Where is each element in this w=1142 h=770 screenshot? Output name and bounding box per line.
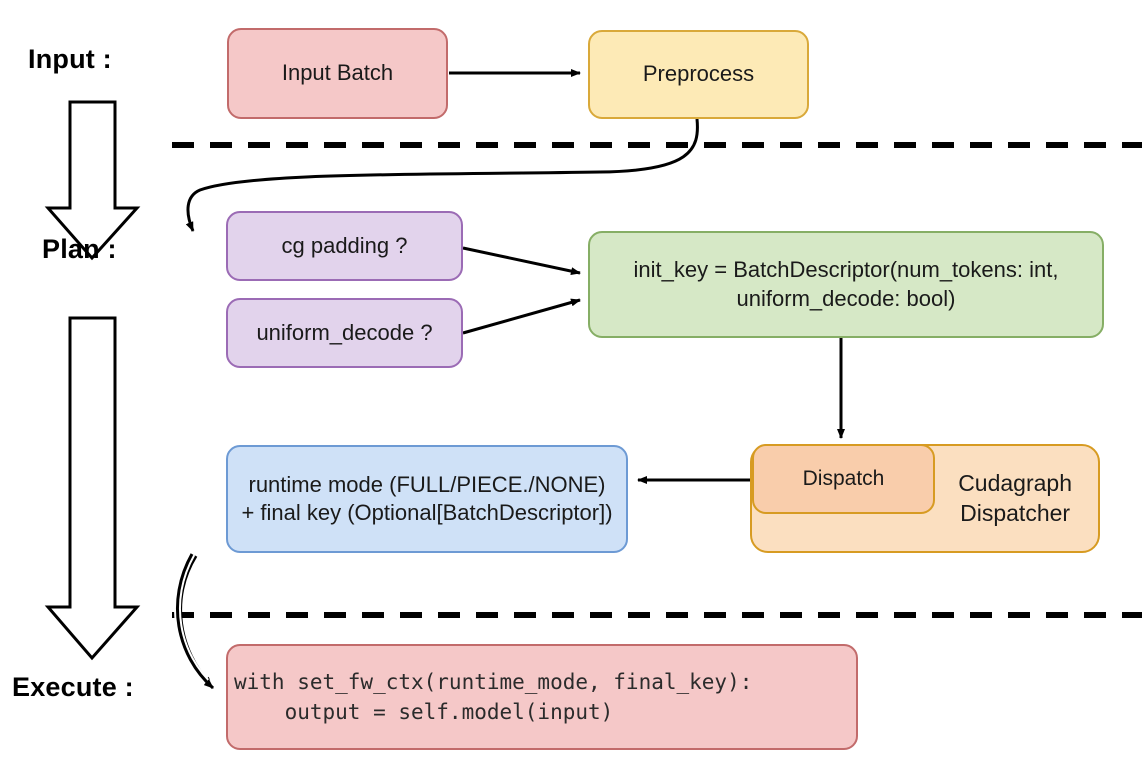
arrow-runtime-to-code-stroke	[175, 553, 214, 690]
node-cg-padding[interactable]: cg padding ?	[226, 211, 463, 281]
node-preprocess-label: Preprocess	[642, 61, 755, 87]
node-init-key[interactable]: init_key = BatchDescriptor(num_tokens: i…	[588, 231, 1104, 338]
node-input-batch-label: Input Batch	[281, 60, 394, 86]
arrow-uniform-decode-to-init-key	[462, 298, 581, 335]
node-uniform-decode[interactable]: uniform_decode ?	[226, 298, 463, 368]
arrow-runtime-mode-to-code-block	[179, 555, 214, 688]
node-preprocess[interactable]: Preprocess	[588, 30, 809, 119]
node-code-block[interactable]: with set_fw_ctx(runtime_mode, final_key)…	[226, 644, 858, 750]
node-uniform-decode-label: uniform_decode ?	[256, 319, 433, 345]
node-runtime-mode[interactable]: runtime mode (FULL/PIECE./NONE) + final …	[226, 445, 628, 553]
node-input-batch[interactable]: Input Batch	[227, 28, 448, 119]
arrow-cg-padding-to-init-key	[462, 246, 581, 276]
node-init-key-label: init_key = BatchDescriptor(num_tokens: i…	[633, 257, 1059, 311]
node-dispatch[interactable]: Dispatch	[752, 444, 935, 514]
node-cg-padding-label: cg padding ?	[281, 232, 408, 258]
node-code-block-label: with set_fw_ctx(runtime_mode, final_key)…	[234, 669, 753, 724]
node-dispatch-label: Dispatch	[802, 466, 885, 490]
arrow-runtime-to-code-final	[173, 552, 216, 691]
stage-label-execute: Execute :	[12, 672, 134, 702]
plan-to-execute-block-arrow	[44, 316, 141, 661]
stage-label-plan: Plan :	[42, 234, 117, 264]
node-cudagraph-dispatcher-label: Cudagraph Dispatcher	[958, 470, 1072, 526]
node-runtime-mode-label: runtime mode (FULL/PIECE./NONE) + final …	[241, 471, 613, 525]
stage-label-input: Input :	[28, 44, 112, 74]
